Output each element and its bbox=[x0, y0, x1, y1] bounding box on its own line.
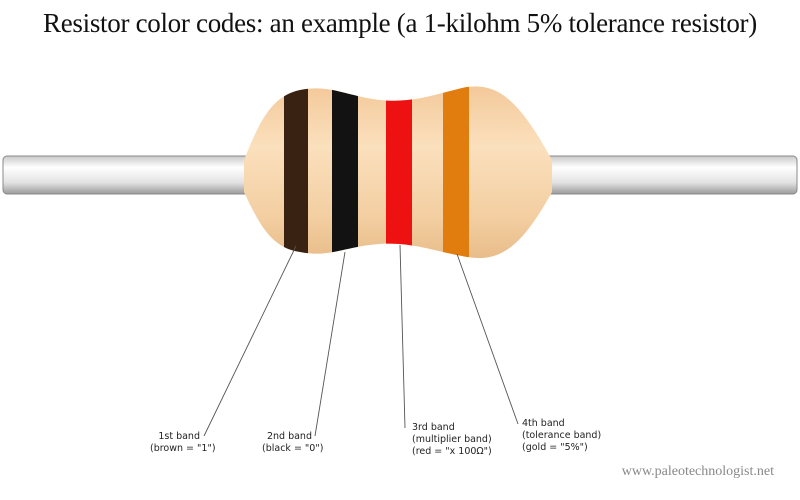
right-lead bbox=[544, 155, 798, 195]
leader-line-3 bbox=[399, 244, 406, 429]
callout-band-4: 4th band (tolerance band) (gold = "5%") bbox=[522, 418, 601, 454]
callout-band-1-title: 1st band bbox=[158, 431, 200, 442]
band-3-red bbox=[386, 86, 412, 259]
left-lead bbox=[2, 155, 254, 195]
diagram-title: Resistor color codes: an example (a 1-ki… bbox=[43, 8, 757, 38]
callout-band-4-title: 4th band bbox=[522, 418, 565, 429]
callout-band-2-title: 2nd band bbox=[266, 431, 312, 442]
leader-line-2 bbox=[314, 251, 346, 437]
leader-line-1 bbox=[203, 245, 297, 437]
callout-band-1: 1st band (brown = "1") bbox=[150, 431, 216, 455]
callout-band-3: 3rd band (multiplier band) (red = "x 100… bbox=[412, 422, 492, 458]
leader-line-4 bbox=[456, 253, 519, 425]
callout-band-1-value: (brown = "1") bbox=[150, 443, 216, 454]
callout-band-4-role: (tolerance band) bbox=[522, 430, 602, 441]
callout-band-2: 2nd band (black = "0") bbox=[262, 431, 324, 455]
callout-band-3-title: 3rd band bbox=[412, 422, 455, 433]
watermark-url: www.paleotechnologist.net bbox=[621, 464, 774, 479]
band-2-black bbox=[332, 86, 358, 259]
band-4-gold bbox=[443, 86, 469, 259]
band-1-brown bbox=[284, 86, 308, 259]
callout-band-3-role: (multiplier band) bbox=[412, 434, 492, 445]
callout-band-4-value: (gold = "5%") bbox=[522, 442, 588, 453]
callout-band-3-value: (red = "x 100Ω") bbox=[412, 446, 492, 457]
callout-band-2-value: (black = "0") bbox=[262, 443, 324, 454]
